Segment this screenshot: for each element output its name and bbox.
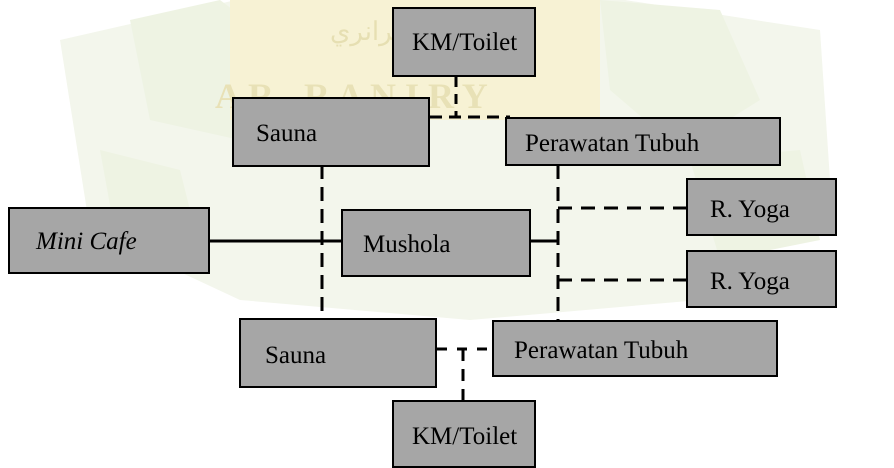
node-km-toilet-top: KM/Toilet	[392, 7, 536, 77]
node-r-yoga-bottom: R. Yoga	[686, 250, 837, 308]
node-perawatan-tubuh-top: Perawatan Tubuh	[505, 117, 781, 166]
node-label: R. Yoga	[710, 196, 790, 223]
node-sauna-bottom: Sauna	[239, 318, 437, 388]
node-label: KM/Toilet	[412, 423, 518, 450]
node-label: Mini Cafe	[36, 228, 137, 255]
node-label: Perawatan Tubuh	[525, 130, 700, 157]
node-label: R. Yoga	[710, 268, 790, 295]
node-sauna-top: Sauna	[232, 97, 430, 167]
node-perawatan-tubuh-bottom: Perawatan Tubuh	[492, 320, 778, 377]
node-label: Sauna	[265, 342, 327, 369]
node-mini-cafe: Mini Cafe	[8, 207, 210, 274]
node-mushola: Mushola	[341, 209, 531, 277]
node-r-yoga-top: R. Yoga	[686, 178, 837, 236]
node-label: KM/Toilet	[412, 29, 518, 56]
node-label: Perawatan Tubuh	[514, 337, 689, 364]
node-label: Sauna	[256, 120, 318, 147]
node-label: Mushola	[363, 231, 451, 258]
node-km-toilet-bottom: KM/Toilet	[392, 400, 536, 468]
